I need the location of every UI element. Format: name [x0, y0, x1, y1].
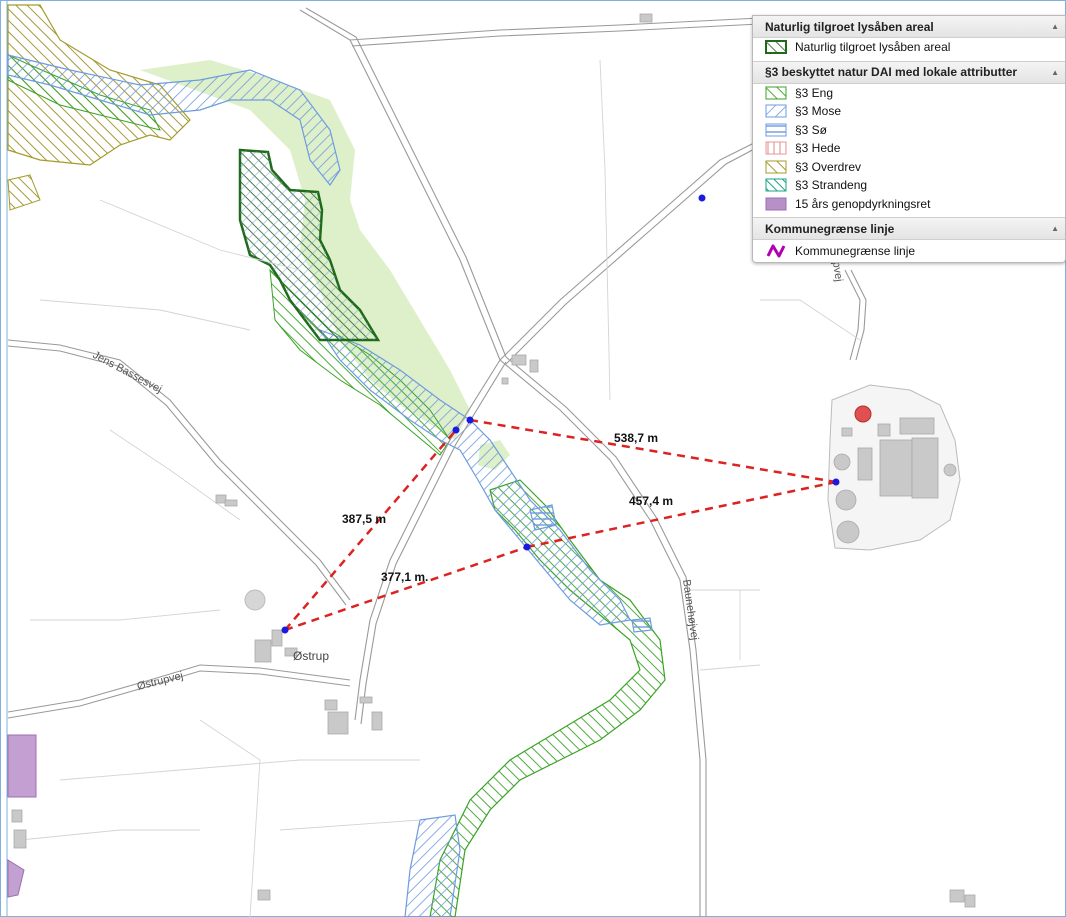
- parcel-lines: [19, 59, 861, 917]
- legend-section-header-paragraf3[interactable]: §3 beskyttet natur DAI med lokale attrib…: [753, 60, 1065, 84]
- road-labels: Jens Bassesvej Baunehøjvej Østrupvej pve…: [91, 261, 845, 693]
- measure-label-457: 457,4 m: [629, 494, 673, 508]
- buildings: [11, 13, 976, 908]
- measure-labels: 538,7 m 457,4 m 387,5 m 377,1 m.: [342, 431, 673, 584]
- legend-item-so: §3 Sø: [753, 121, 1065, 140]
- legend-item-label: §3 Overdrev: [795, 159, 862, 174]
- measure-point-isolated[interactable]: [698, 194, 706, 202]
- measure-points: [281, 194, 840, 634]
- legend-item-overdrev: §3 Overdrev: [753, 158, 1065, 177]
- mose-area-mid: [318, 328, 631, 626]
- naturlig-swatch-icon: [765, 40, 787, 55]
- legend-item-label: §3 Sø: [795, 122, 828, 137]
- legend-item-label: §3 Eng: [795, 85, 834, 100]
- measure-point-ostrup[interactable]: [281, 626, 289, 634]
- measure-point-farm[interactable]: [832, 478, 840, 486]
- measure-point-stream-north[interactable]: [466, 416, 474, 424]
- road-label-ostrupvej: Østrupvej: [136, 670, 185, 693]
- farm-silos: [833, 453, 957, 544]
- genopdyrkning-area-1: [7, 734, 37, 798]
- mose-area-south: [404, 814, 461, 917]
- legend-item-label: §3 Mose: [795, 104, 842, 119]
- overdrev-swatch-icon: [765, 160, 787, 174]
- place-label-ostrup: Østrup: [293, 649, 329, 663]
- legend-item-genopdyrkning: 15 års genopdyrkningsret: [753, 195, 1065, 214]
- measure-label-387: 387,5 m: [342, 512, 386, 526]
- measurement-lines: [284, 418, 837, 632]
- measure-line-538: [469, 418, 837, 484]
- legend-section-title: Kommunegrænse linje: [765, 221, 895, 236]
- genopdyrkning-swatch-icon: [765, 197, 787, 211]
- measure-line-457: [526, 480, 837, 549]
- legend-item-label: Naturlig tilgroet lysåben areal: [795, 40, 951, 55]
- eng-swatch-icon: [765, 86, 787, 100]
- collapse-caret-icon[interactable]: ▲: [1051, 22, 1059, 31]
- so-lake-1: [529, 504, 557, 531]
- mose-area-top: [7, 54, 341, 187]
- strandeng-swatch-icon: [765, 178, 787, 192]
- silo-ostrup: [244, 589, 266, 611]
- so-lake-2: [631, 617, 653, 633]
- legend-item-kommune: Kommunegrænse linje: [753, 240, 1065, 262]
- mose-swatch-icon: [765, 104, 787, 118]
- legend-item-label: Kommunegrænse linje: [795, 244, 916, 258]
- road-network: [7, 7, 867, 917]
- legend-section-title: Naturlig tilgroet lysåben areal: [765, 19, 934, 34]
- measure-point-stream-south[interactable]: [523, 543, 531, 551]
- naturlig-overlay: [240, 150, 378, 340]
- legend-item-strandeng: §3 Strandeng: [753, 176, 1065, 195]
- legend-item-label: 15 års genopdyrkningsret: [795, 196, 931, 211]
- red-marker-icon[interactable]: [854, 405, 872, 423]
- legend-panel: Naturlig tilgroet lysåben areal ▲ Naturl…: [752, 15, 1066, 263]
- farm-buildings: [841, 417, 939, 499]
- legend-item-naturlig: Naturlig tilgroet lysåben areal: [753, 38, 1065, 57]
- collapse-caret-icon[interactable]: ▲: [1051, 224, 1059, 233]
- so-swatch-icon: [765, 123, 787, 137]
- legend-item-label: §3 Hede: [795, 141, 841, 156]
- measure-point-stream-west[interactable]: [452, 426, 460, 434]
- legend-item-eng: §3 Eng: [753, 84, 1065, 103]
- genopdyrkning-area-2: [7, 859, 25, 898]
- legend-section-header-naturlig[interactable]: Naturlig tilgroet lysåben areal ▲: [753, 16, 1065, 38]
- measure-label-377: 377,1 m.: [381, 570, 428, 584]
- measure-label-538: 538,7 m: [614, 431, 658, 445]
- measure-line-377: [284, 545, 528, 632]
- legend-item-mose: §3 Mose: [753, 102, 1065, 121]
- overdrev-area-small: [7, 174, 41, 211]
- road-label-jens-bassesvej: Jens Bassesvej: [91, 349, 164, 395]
- road-label-baunehojvej: Baunehøjvej: [680, 579, 700, 641]
- kommune-line-icon: [766, 244, 786, 258]
- collapse-caret-icon[interactable]: ▲: [1051, 67, 1059, 77]
- legend-section-header-kommune[interactable]: Kommunegrænse linje ▲: [753, 217, 1065, 240]
- road-label-pvej: pvej: [830, 261, 845, 283]
- legend-item-hede: §3 Hede: [753, 139, 1065, 158]
- legend-item-label: §3 Strandeng: [795, 178, 868, 193]
- measure-line-387: [284, 429, 457, 631]
- hede-swatch-icon: [765, 141, 787, 155]
- legend-section-title: §3 beskyttet natur DAI med lokale attrib…: [765, 65, 1018, 79]
